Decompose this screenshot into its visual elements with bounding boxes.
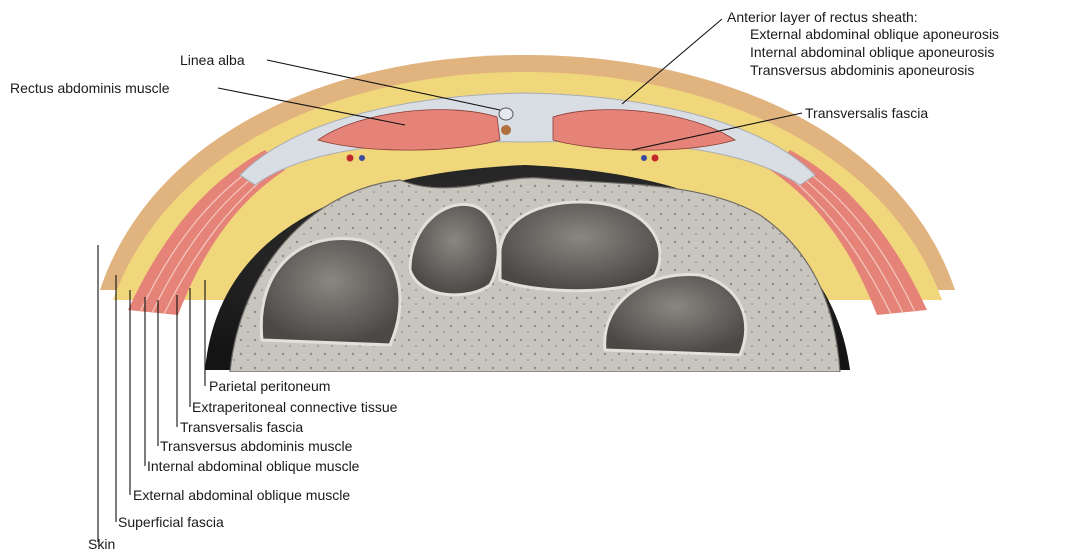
vessel-left-red <box>347 155 354 162</box>
label-anterior-layer-item-2: Internal abdominal oblique aponeurosis <box>750 44 994 60</box>
label-superficial-fascia: Superficial fascia <box>118 514 224 530</box>
label-internal-abdominal-oblique-muscle: Internal abdominal oblique muscle <box>147 458 360 474</box>
label-rectus-abdominis-muscle: Rectus abdominis muscle <box>10 80 170 96</box>
label-anterior-layer-item-1: External abdominal oblique aponeurosis <box>750 26 999 42</box>
small-bowel-loop-2 <box>500 202 660 291</box>
umbilical-vessel <box>501 125 511 135</box>
label-anterior-layer-title: Anterior layer of rectus sheath: <box>727 9 918 25</box>
label-anterior-layer-item-3: Transversus abdominis aponeurosis <box>750 62 974 78</box>
vessel-right-blue <box>641 155 647 161</box>
label-transversalis-fascia-right: Transversalis fascia <box>805 105 928 121</box>
label-linea-alba: Linea alba <box>180 52 245 68</box>
vessel-right-red <box>652 155 659 162</box>
label-transversus-abdominis-muscle: Transversus abdominis muscle <box>160 438 353 454</box>
label-transversalis-fascia-left: Transversalis fascia <box>180 419 303 435</box>
label-skin: Skin <box>88 536 115 552</box>
label-extraperitoneal-connective-tissue: Extraperitoneal connective tissue <box>192 399 398 415</box>
label-external-abdominal-oblique-muscle: External abdominal oblique muscle <box>133 487 350 503</box>
linea-alba <box>499 108 513 120</box>
label-parietal-peritoneum: Parietal peritoneum <box>209 378 330 394</box>
vessel-left-blue <box>359 155 365 161</box>
